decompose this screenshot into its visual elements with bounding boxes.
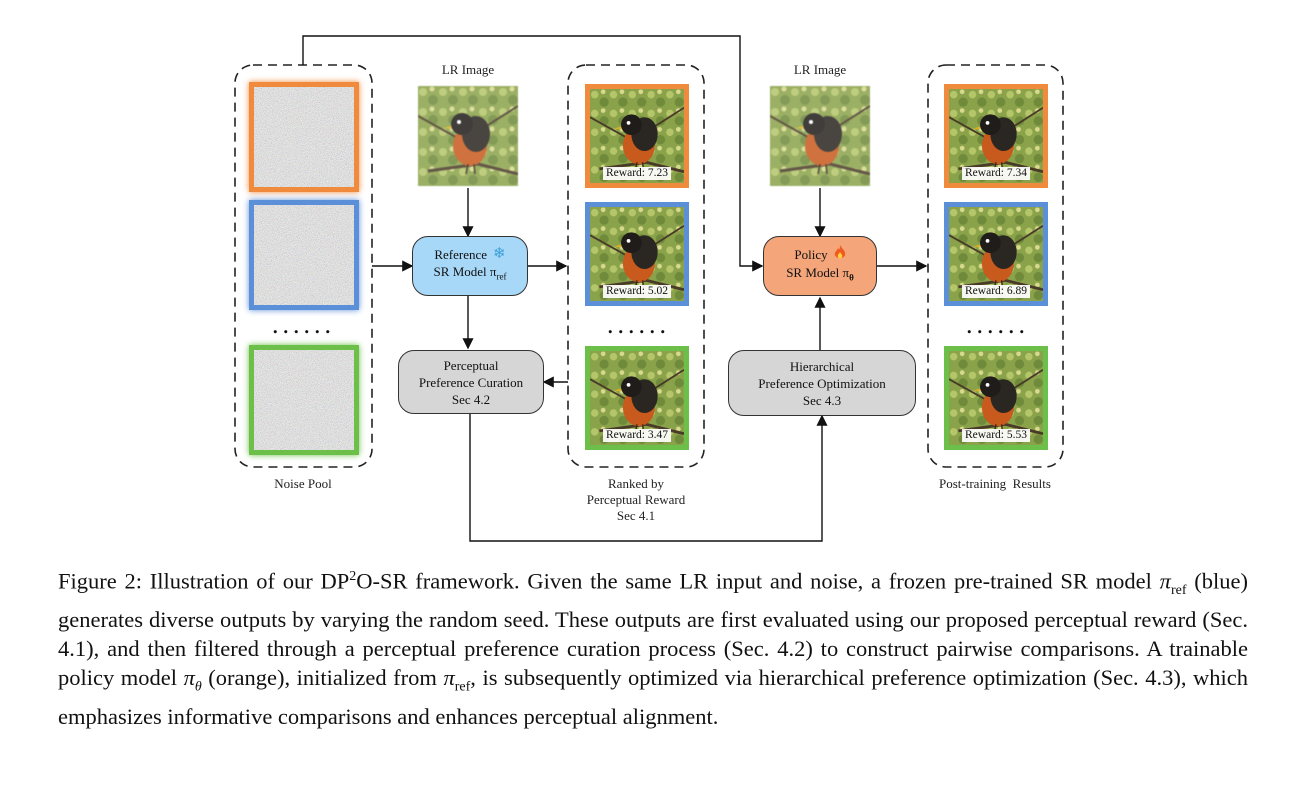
- caption-part3: (orange), initialized from: [201, 665, 444, 690]
- optimization-line1: Hierarchical: [789, 358, 855, 374]
- ranked-output-2: Reward: 5.02: [585, 202, 689, 306]
- ranked-reward-1: Reward: 7.23: [603, 167, 671, 180]
- policy-label: Policy: [794, 247, 828, 263]
- hierarchical-preference-optimization: Hierarchical Preference Optimization Sec…: [728, 350, 916, 416]
- ranked-label-line3: Sec 4.1: [616, 508, 656, 523]
- ranked-reward-2: Reward: 5.02: [603, 285, 671, 298]
- caption-theta-sub: θ: [194, 679, 202, 695]
- perceptual-preference-curation: Perceptual Preference Curation Sec 4.2: [398, 350, 544, 414]
- caption-ref-sub-1: ref: [1170, 583, 1187, 598]
- lr-image-right: [770, 86, 870, 186]
- caption-ref-sub-2: ref: [454, 679, 471, 695]
- caption-pi-theta: π: [183, 665, 195, 690]
- lr-image-left: [418, 86, 518, 186]
- policy-sr-model: Policy SR Model πθ: [763, 236, 877, 296]
- curation-line1: Perceptual: [443, 357, 499, 373]
- policy-subscript: θ: [849, 272, 854, 283]
- lr-image-label-left: LR Image: [441, 62, 495, 77]
- curation-line3: Sec 4.2: [451, 391, 491, 407]
- reference-label: Reference: [434, 247, 488, 263]
- caption-part2: (blue) generates diverse outputs by vary…: [58, 568, 1248, 691]
- curation-line2: Preference Curation: [418, 374, 524, 390]
- policy-model-label: SR Model π: [786, 265, 850, 281]
- post-output-2: Reward: 6.89: [944, 202, 1048, 306]
- ranked-ellipsis: ......: [607, 310, 670, 339]
- post-training-label: Post-training Results: [939, 476, 1051, 491]
- post-output-1: Reward: 7.34: [944, 84, 1048, 188]
- noise-pool-label: Noise Pool: [274, 476, 332, 491]
- noise-ellipsis: ......: [272, 310, 335, 339]
- ranked-label: Ranked by Perceptual Reward Sec 4.1: [566, 476, 706, 524]
- post-reward-1: Reward: 7.34: [962, 167, 1030, 180]
- post-reward-2: Reward: 6.89: [962, 285, 1030, 298]
- post-reward-3: Reward: 5.53: [962, 429, 1030, 442]
- ranked-output-3: Reward: 3.47: [585, 346, 689, 450]
- connector-lines: [234, 35, 1064, 542]
- ranked-output-1: Reward: 7.23: [585, 84, 689, 188]
- noise-image-green: [249, 345, 359, 455]
- caption-sup: 2: [349, 569, 357, 584]
- lr-image-label-right: LR Image: [793, 62, 847, 77]
- figure-caption: Figure 2: Illustration of our DP2O-SR fr…: [58, 562, 1248, 731]
- snowflake-icon: ❄: [493, 246, 506, 263]
- reference-subscript: ref: [496, 271, 507, 282]
- framework-diagram: ...... LR Image LR Image Reference ❄ SR …: [234, 35, 1064, 542]
- caption-pi-ref-1: π: [1159, 568, 1171, 594]
- caption-part4: , is subsequently optimized via hierarch…: [58, 665, 1248, 729]
- post-output-3: Reward: 5.53: [944, 346, 1048, 450]
- post-ellipsis: ......: [966, 310, 1029, 339]
- reference-sr-model: Reference ❄ SR Model πref: [412, 236, 528, 296]
- ranked-label-line1: Ranked by: [608, 476, 664, 491]
- optimization-line2: Preference Optimization: [758, 375, 886, 391]
- caption-part1: Figure 2: Illustration of our DP: [58, 568, 350, 594]
- caption-pi-ref-2: π: [443, 665, 455, 690]
- optimization-line3: Sec 4.3: [802, 392, 842, 408]
- reference-model-label: SR Model π: [433, 264, 497, 280]
- noise-image-blue: [249, 200, 359, 310]
- noise-image-orange: [249, 82, 359, 192]
- flame-icon: [834, 245, 846, 264]
- ranked-label-line2: Perceptual Reward: [586, 492, 686, 507]
- caption-part1b: O-SR framework. Given the same LR input …: [356, 568, 1160, 594]
- ranked-reward-3: Reward: 3.47: [603, 429, 671, 442]
